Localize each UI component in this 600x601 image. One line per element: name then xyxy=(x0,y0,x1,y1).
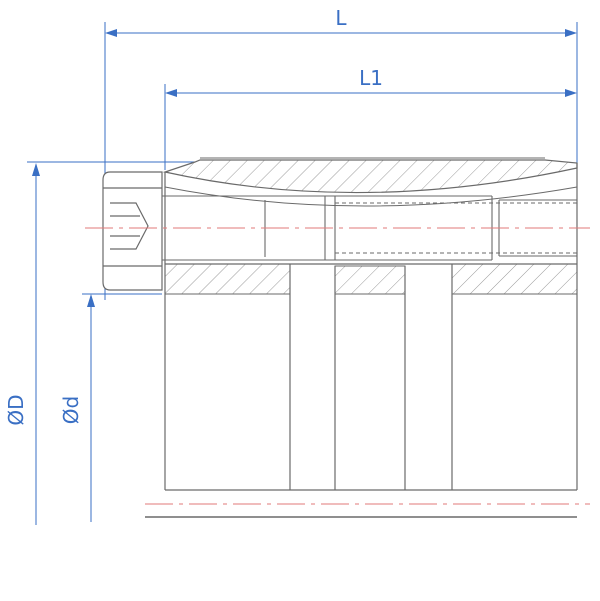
arrow-right-icon xyxy=(565,29,577,37)
outer-diameter-label: ØD xyxy=(4,394,28,425)
inner-ring-section-right xyxy=(451,263,578,295)
inner-ring-section-left xyxy=(164,263,291,295)
overall-length-label: L xyxy=(335,6,347,30)
inner-ring-section-middle xyxy=(334,265,406,295)
arrow-left-icon xyxy=(105,29,117,37)
arrow-right-icon xyxy=(565,89,577,97)
dimension-body-length xyxy=(164,84,570,170)
dimension-outer-diameter xyxy=(27,161,195,525)
inner-diameter-label: Ød xyxy=(59,396,83,424)
screw-head xyxy=(102,171,163,291)
arrow-up-icon xyxy=(87,294,95,307)
body-outline xyxy=(164,163,578,491)
arrow-left-icon xyxy=(165,89,177,97)
dimension-inner-diameter xyxy=(82,293,162,522)
outer-sleeve-section xyxy=(162,159,578,194)
arrow-up-icon xyxy=(32,163,40,176)
body-length-label: L1 xyxy=(359,66,383,90)
